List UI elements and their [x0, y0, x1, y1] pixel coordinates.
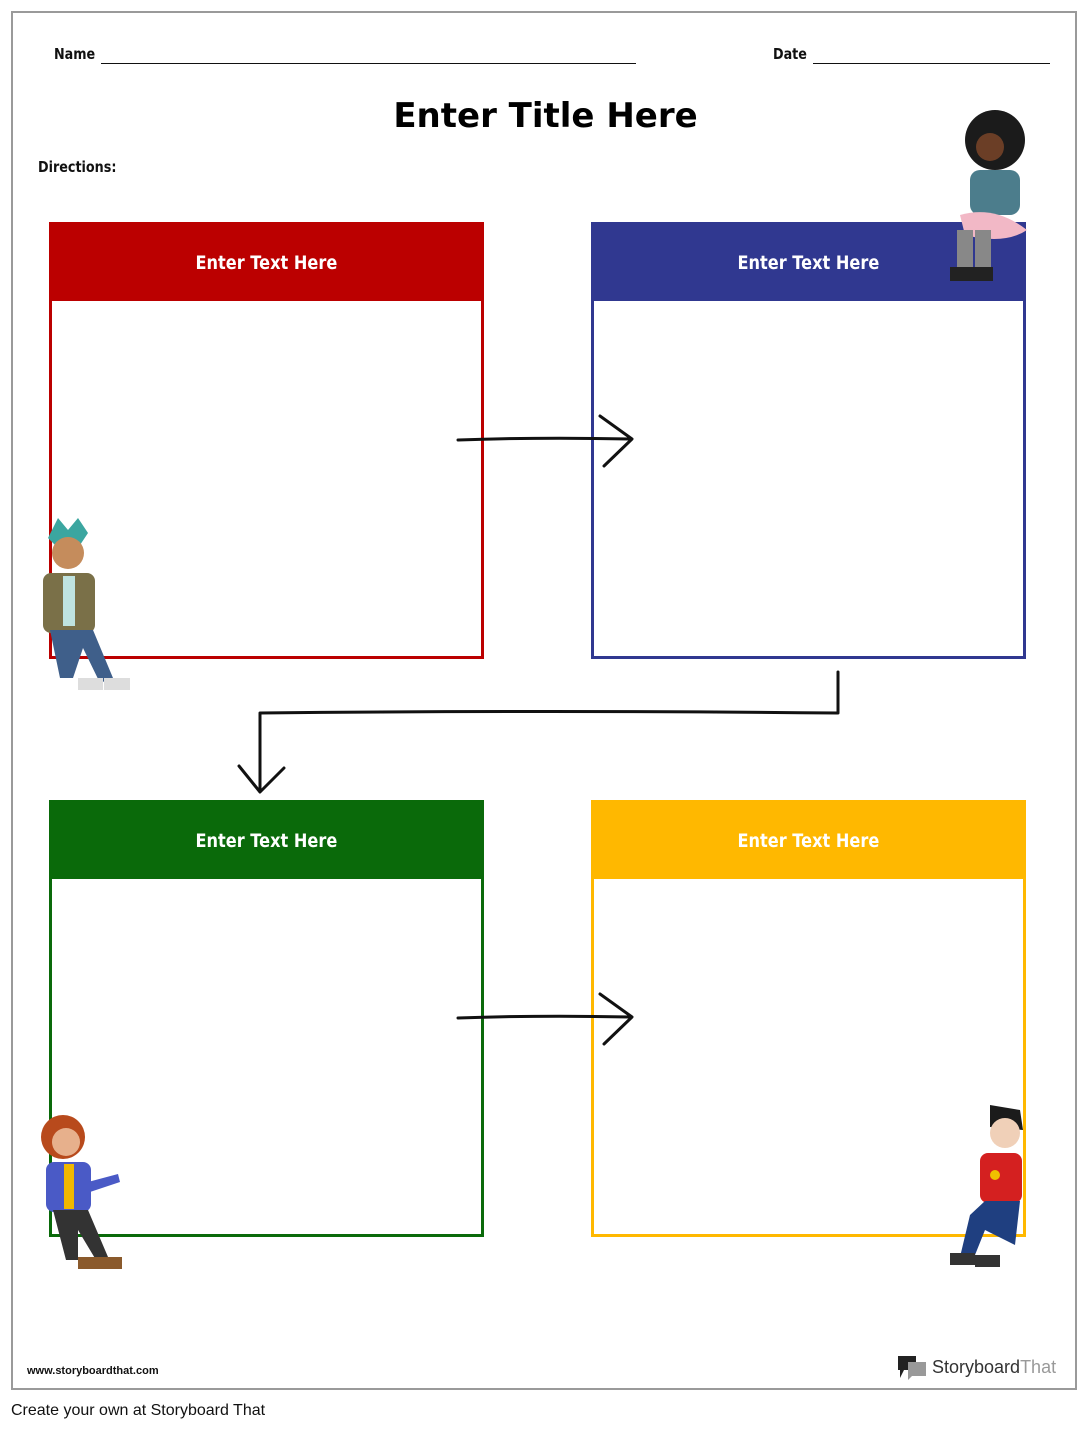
date-label: Date: [773, 45, 807, 63]
footer-url[interactable]: www.storyboardthat.com: [27, 1365, 159, 1377]
box-3[interactable]: Enter Text Here: [49, 800, 484, 1237]
box-header-text: Enter Text Here: [195, 830, 338, 852]
box-1[interactable]: Enter Text Here: [49, 222, 484, 659]
character-boy-thinking-illustration: [950, 1105, 1023, 1267]
name-line[interactable]: [101, 63, 636, 64]
date-line[interactable]: [813, 63, 1050, 64]
box-4[interactable]: Enter Text Here: [591, 800, 1026, 1237]
box-header-text: Enter Text Here: [195, 252, 338, 274]
character-girl-sitting-illustration: [950, 110, 1027, 281]
character-girl-pointing-illustration: [41, 1115, 122, 1269]
box-header-text: Enter Text Here: [737, 830, 880, 852]
box-header[interactable]: Enter Text Here: [594, 225, 1023, 301]
directions-label: Directions:: [38, 158, 117, 176]
box-header[interactable]: Enter Text Here: [594, 803, 1023, 879]
logo-text: Storyboard: [932, 1356, 1021, 1377]
logo-text-that: That: [1020, 1356, 1057, 1377]
box-header[interactable]: Enter Text Here: [52, 225, 481, 301]
box-header-text: Enter Text Here: [737, 252, 880, 274]
storyboardthat-logo[interactable]: StoryboardThat: [896, 1354, 1056, 1380]
name-label: Name: [54, 45, 96, 63]
box-header[interactable]: Enter Text Here: [52, 803, 481, 879]
box-body[interactable]: [594, 301, 1023, 656]
speech-bubbles-icon: [898, 1356, 926, 1380]
create-your-own-link[interactable]: Create your own at Storyboard That: [11, 1402, 266, 1419]
character-boy-sitting-illustration: [43, 518, 130, 690]
page-title[interactable]: Enter Title Here: [393, 96, 698, 136]
